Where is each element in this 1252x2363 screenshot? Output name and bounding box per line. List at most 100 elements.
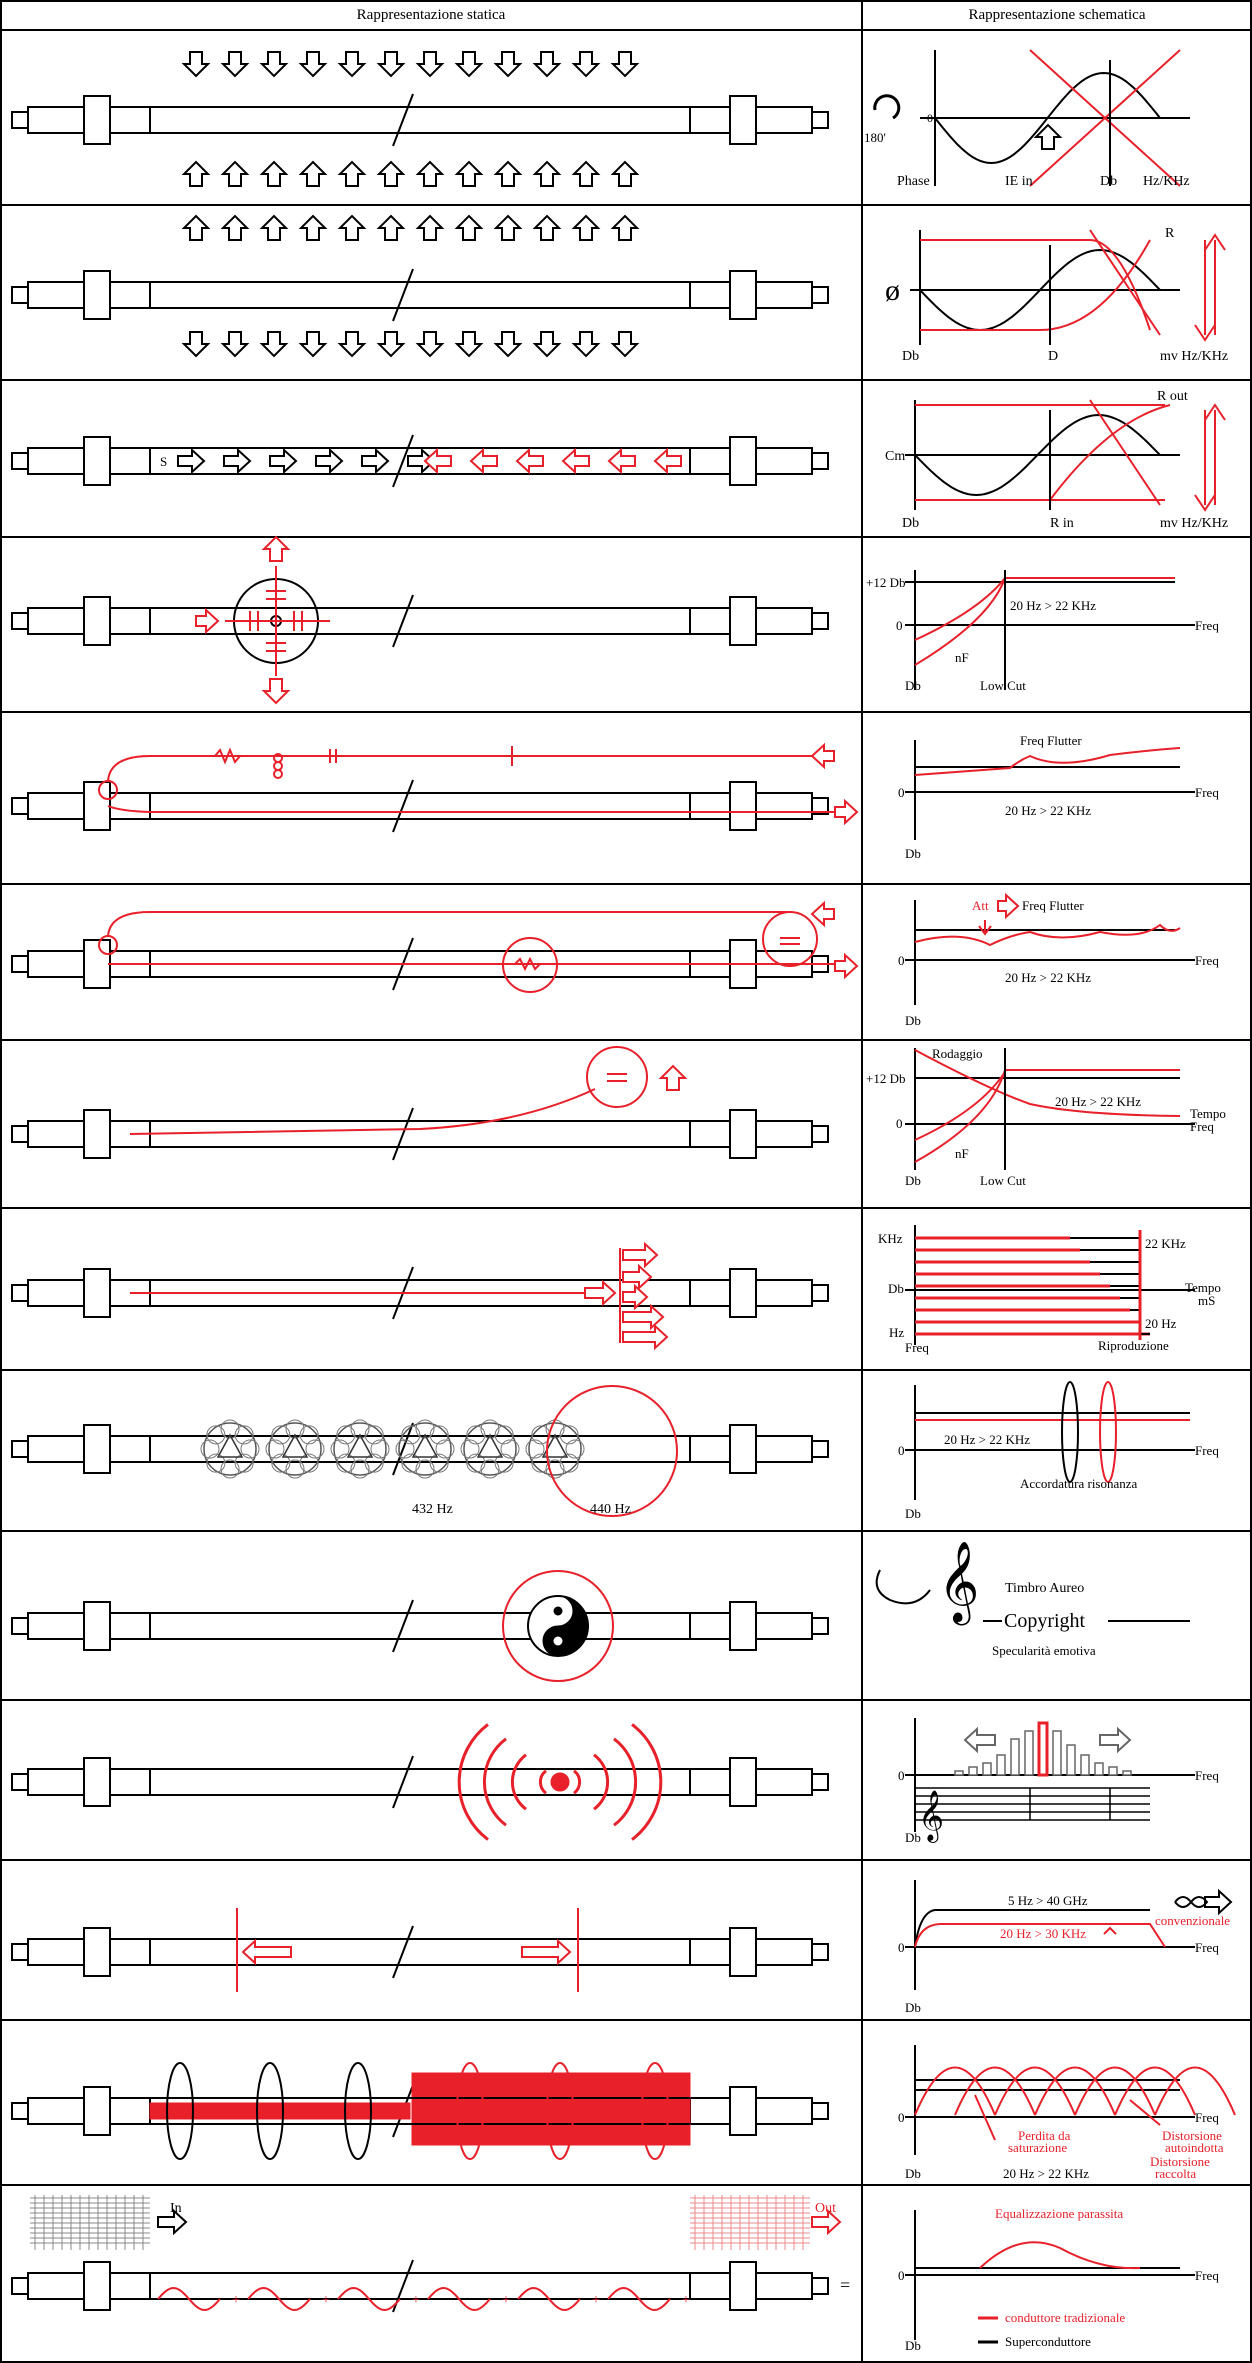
arrow-up-icon xyxy=(220,214,250,241)
label-db: Db xyxy=(905,678,921,693)
label-tempo: Tempo xyxy=(1185,1280,1221,1295)
spectrum-bar xyxy=(1108,1766,1118,1776)
label-s: S xyxy=(160,454,167,469)
label-freq: Freq xyxy=(1190,1119,1214,1134)
cable-end xyxy=(27,1120,85,1148)
red-curve xyxy=(920,239,1151,331)
cable-pin xyxy=(811,1943,829,1961)
cable-end xyxy=(109,281,151,309)
arrow-right-icon xyxy=(177,447,206,475)
red-arrow-left-icon xyxy=(469,447,498,475)
label-khz: KHz xyxy=(878,1231,903,1246)
down-arrow-icon xyxy=(1194,410,1216,512)
arrow-up-icon xyxy=(610,214,640,241)
label-r: R xyxy=(1165,226,1175,241)
cable-collar xyxy=(729,95,757,145)
resistor-ring xyxy=(502,937,558,993)
pointer-line xyxy=(974,2094,996,2141)
cable-end xyxy=(689,2097,731,2125)
label-freq: Freq xyxy=(1195,2268,1219,2283)
cable-collar xyxy=(83,1927,111,1977)
cable-collar xyxy=(729,1601,757,1651)
down-arrow-icon xyxy=(1194,240,1216,342)
arrow-right-icon xyxy=(315,447,344,475)
arrow-up-icon xyxy=(415,214,445,241)
chakra-petal xyxy=(559,1425,579,1445)
cable-end xyxy=(755,1279,813,1307)
label-hz: Hz xyxy=(889,1325,904,1340)
label-zero: 0 xyxy=(898,2268,905,2283)
label-equalizzazione: Equalizzazione parassita xyxy=(995,2206,1123,2221)
cable-collar xyxy=(83,1601,111,1651)
chakra-petal xyxy=(206,1425,226,1445)
arrow-down-icon xyxy=(259,331,289,358)
arrow-down-icon xyxy=(181,331,211,358)
cable-end xyxy=(755,1612,813,1640)
cable-end xyxy=(27,281,85,309)
chakra-petal xyxy=(466,1425,486,1445)
arrow-left-icon xyxy=(963,1726,996,1754)
arrow-up-icon xyxy=(181,160,211,187)
cable-end xyxy=(689,1938,731,1966)
arrow-down-icon xyxy=(220,331,250,358)
sound-wave xyxy=(613,1737,638,1827)
spectrum-bar xyxy=(982,1762,992,1776)
cable-collar xyxy=(83,781,111,831)
label-out: Out xyxy=(815,2201,836,2216)
yin-yang-dot xyxy=(553,1636,563,1646)
label-db: Db xyxy=(905,846,921,861)
label-flutter: Freq Flutter xyxy=(1020,733,1082,748)
spectrum-bar xyxy=(1024,1730,1034,1776)
label-zero: 0 xyxy=(896,618,903,633)
harmonic-curve xyxy=(1154,2066,1236,2116)
label-lowcut: Low Cut xyxy=(980,1173,1026,1188)
chakra-petal xyxy=(480,1419,500,1439)
label-db: Db xyxy=(905,2000,921,2015)
cable-end xyxy=(109,607,151,635)
label-db: Db xyxy=(902,516,919,531)
chakra-petal xyxy=(494,1453,514,1473)
header-static: Rappresentazione statica xyxy=(356,6,506,23)
label-5hz: 5 Hz > 40 GHz xyxy=(1008,1893,1088,1908)
label-distorsione2: Distorsione xyxy=(1150,2154,1210,2169)
cable-end xyxy=(27,2097,85,2125)
cable-pin xyxy=(811,2102,829,2120)
arrow-up-icon xyxy=(220,160,250,187)
resistor-icon xyxy=(514,956,541,972)
label-range: 20 Hz > 22 KHz xyxy=(1005,803,1091,818)
label-ie-in: IE in xyxy=(1005,174,1033,189)
phase-wave xyxy=(934,71,1161,165)
label-plus12: +12 Db xyxy=(866,1071,905,1086)
sound-wave xyxy=(593,1753,610,1811)
label-copyright: Copyright xyxy=(1004,1610,1086,1632)
red-arrow-up-icon xyxy=(658,1064,688,1091)
cable-collar xyxy=(83,1109,111,1159)
chakra-triangle xyxy=(476,1433,504,1458)
label-cm: Cm xyxy=(885,449,905,464)
label-timbro: Timbro Aureo xyxy=(1005,1581,1084,1596)
red-wave xyxy=(247,2286,311,2312)
red-curve xyxy=(914,577,1006,641)
cable-pin xyxy=(811,1617,829,1635)
cable-end xyxy=(27,1938,85,1966)
red-curve xyxy=(1049,404,1171,501)
cable-end xyxy=(109,1938,151,1966)
red-line xyxy=(1029,49,1181,187)
header-schematic: Rappresentazione schematica xyxy=(968,6,1146,23)
resistor-icon xyxy=(214,747,241,765)
chakra-petal xyxy=(350,1459,370,1479)
chakra-petal xyxy=(364,1453,384,1473)
inductor-coil xyxy=(273,761,283,771)
cable-pin xyxy=(811,1125,829,1143)
arrow-up-icon xyxy=(298,160,328,187)
chakra-petal xyxy=(271,1425,291,1445)
harmonic-curve xyxy=(1034,2066,1116,2116)
chakra-petal xyxy=(429,1453,449,1473)
cable-break-mark xyxy=(392,1599,414,1653)
chakra-petal xyxy=(370,1439,390,1459)
label-rout: R out xyxy=(1157,389,1188,404)
wave xyxy=(919,248,1161,332)
chakra-triangle xyxy=(346,1433,374,1458)
cable-end xyxy=(689,2272,731,2300)
label-db: Db xyxy=(888,1281,904,1296)
